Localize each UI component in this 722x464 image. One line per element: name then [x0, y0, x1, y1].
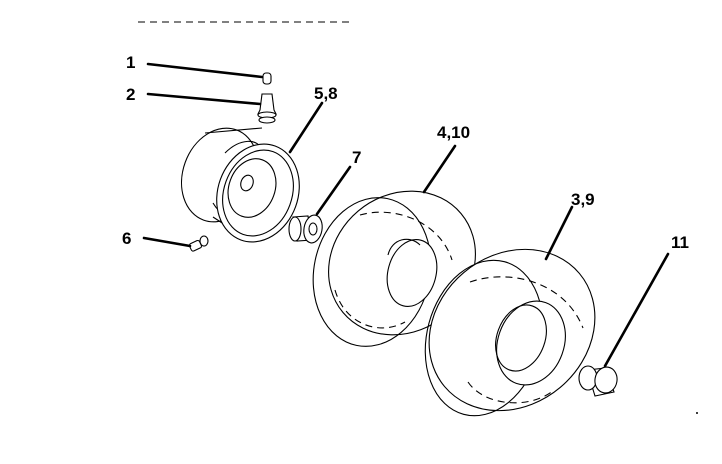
callout-1: 1 [126, 53, 135, 72]
part-6-grease-fitting [142, 235, 209, 252]
part-11-hub-cap [578, 252, 670, 397]
part-2-valve-stem [146, 92, 277, 124]
callout-11: 11 [671, 233, 689, 252]
callout-4-10: 4,10 [437, 123, 470, 142]
part-1-valve-cap [146, 62, 272, 85]
callout-6: 6 [122, 229, 131, 248]
callout-7: 7 [352, 148, 361, 167]
part-7-bushing [288, 165, 352, 244]
callout-2: 2 [126, 85, 135, 104]
callout-3-9: 3,9 [571, 190, 595, 209]
part-3-9-tire [424, 205, 596, 417]
callout-5-8: 5,8 [314, 84, 338, 103]
part-5-8-rim [181, 101, 324, 243]
stray-mark [696, 412, 698, 414]
